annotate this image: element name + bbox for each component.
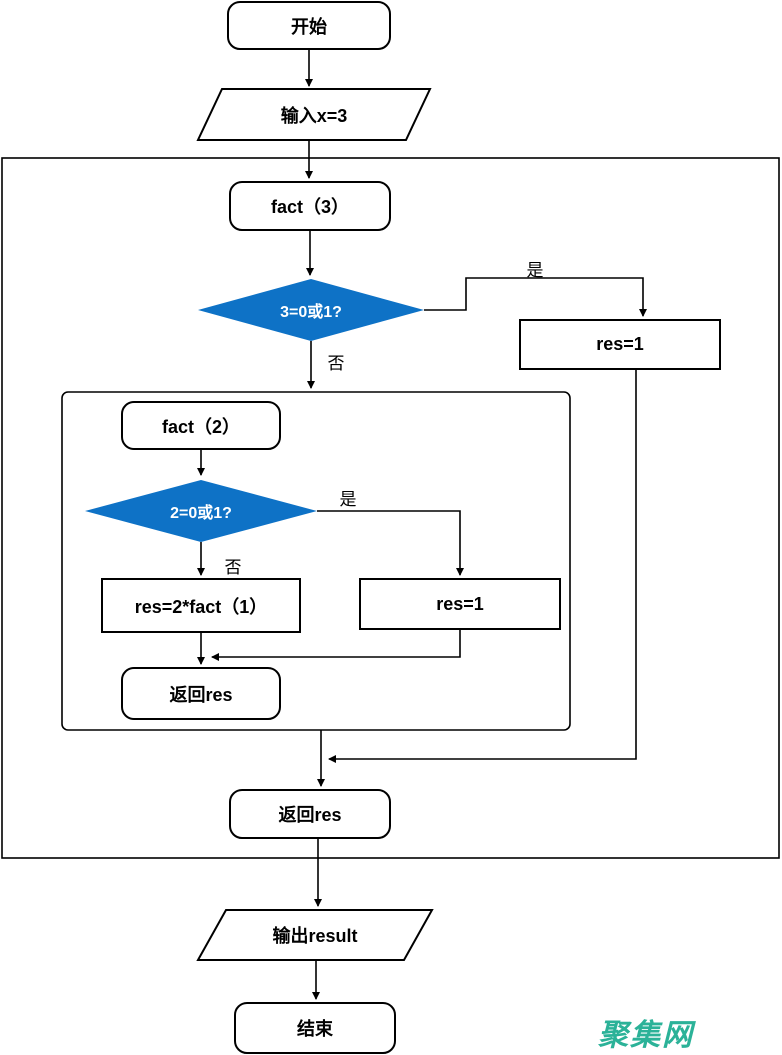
return-inner-node-shape: [121, 667, 281, 720]
decision1-node-shape: [198, 279, 424, 341]
fact2-node-shape: [121, 401, 281, 450]
inner-scope-box: [61, 391, 571, 731]
edge-res1inner-to-merge: [211, 629, 461, 661]
edge-res1outer-to-merge: [328, 369, 637, 763]
edge-no-1-label: 否: [327, 353, 345, 373]
fact3-node-shape: [229, 181, 391, 231]
watermark: 聚集网: [598, 1019, 694, 1052]
edge-yes-1-label: 是: [526, 260, 544, 280]
edge-no-2-label: 否: [224, 557, 242, 577]
res-fact1-node-shape: [101, 578, 301, 633]
return-outer-node-shape: [229, 789, 391, 839]
res1-inner-node-shape: [359, 578, 561, 630]
edge-decision2-yes: [317, 510, 464, 576]
edge-decision1-yes: [424, 277, 647, 317]
output-node-shape: [196, 909, 434, 961]
decision2-node-shape: [85, 480, 317, 542]
res1-outer-node-shape: [519, 319, 721, 370]
input-node-shape: [196, 88, 432, 141]
start-node-shape: [227, 1, 391, 50]
end-node-shape: [234, 1002, 396, 1054]
outer-scope-box: [1, 157, 780, 859]
edge-yes-2-label: 是: [339, 489, 357, 509]
